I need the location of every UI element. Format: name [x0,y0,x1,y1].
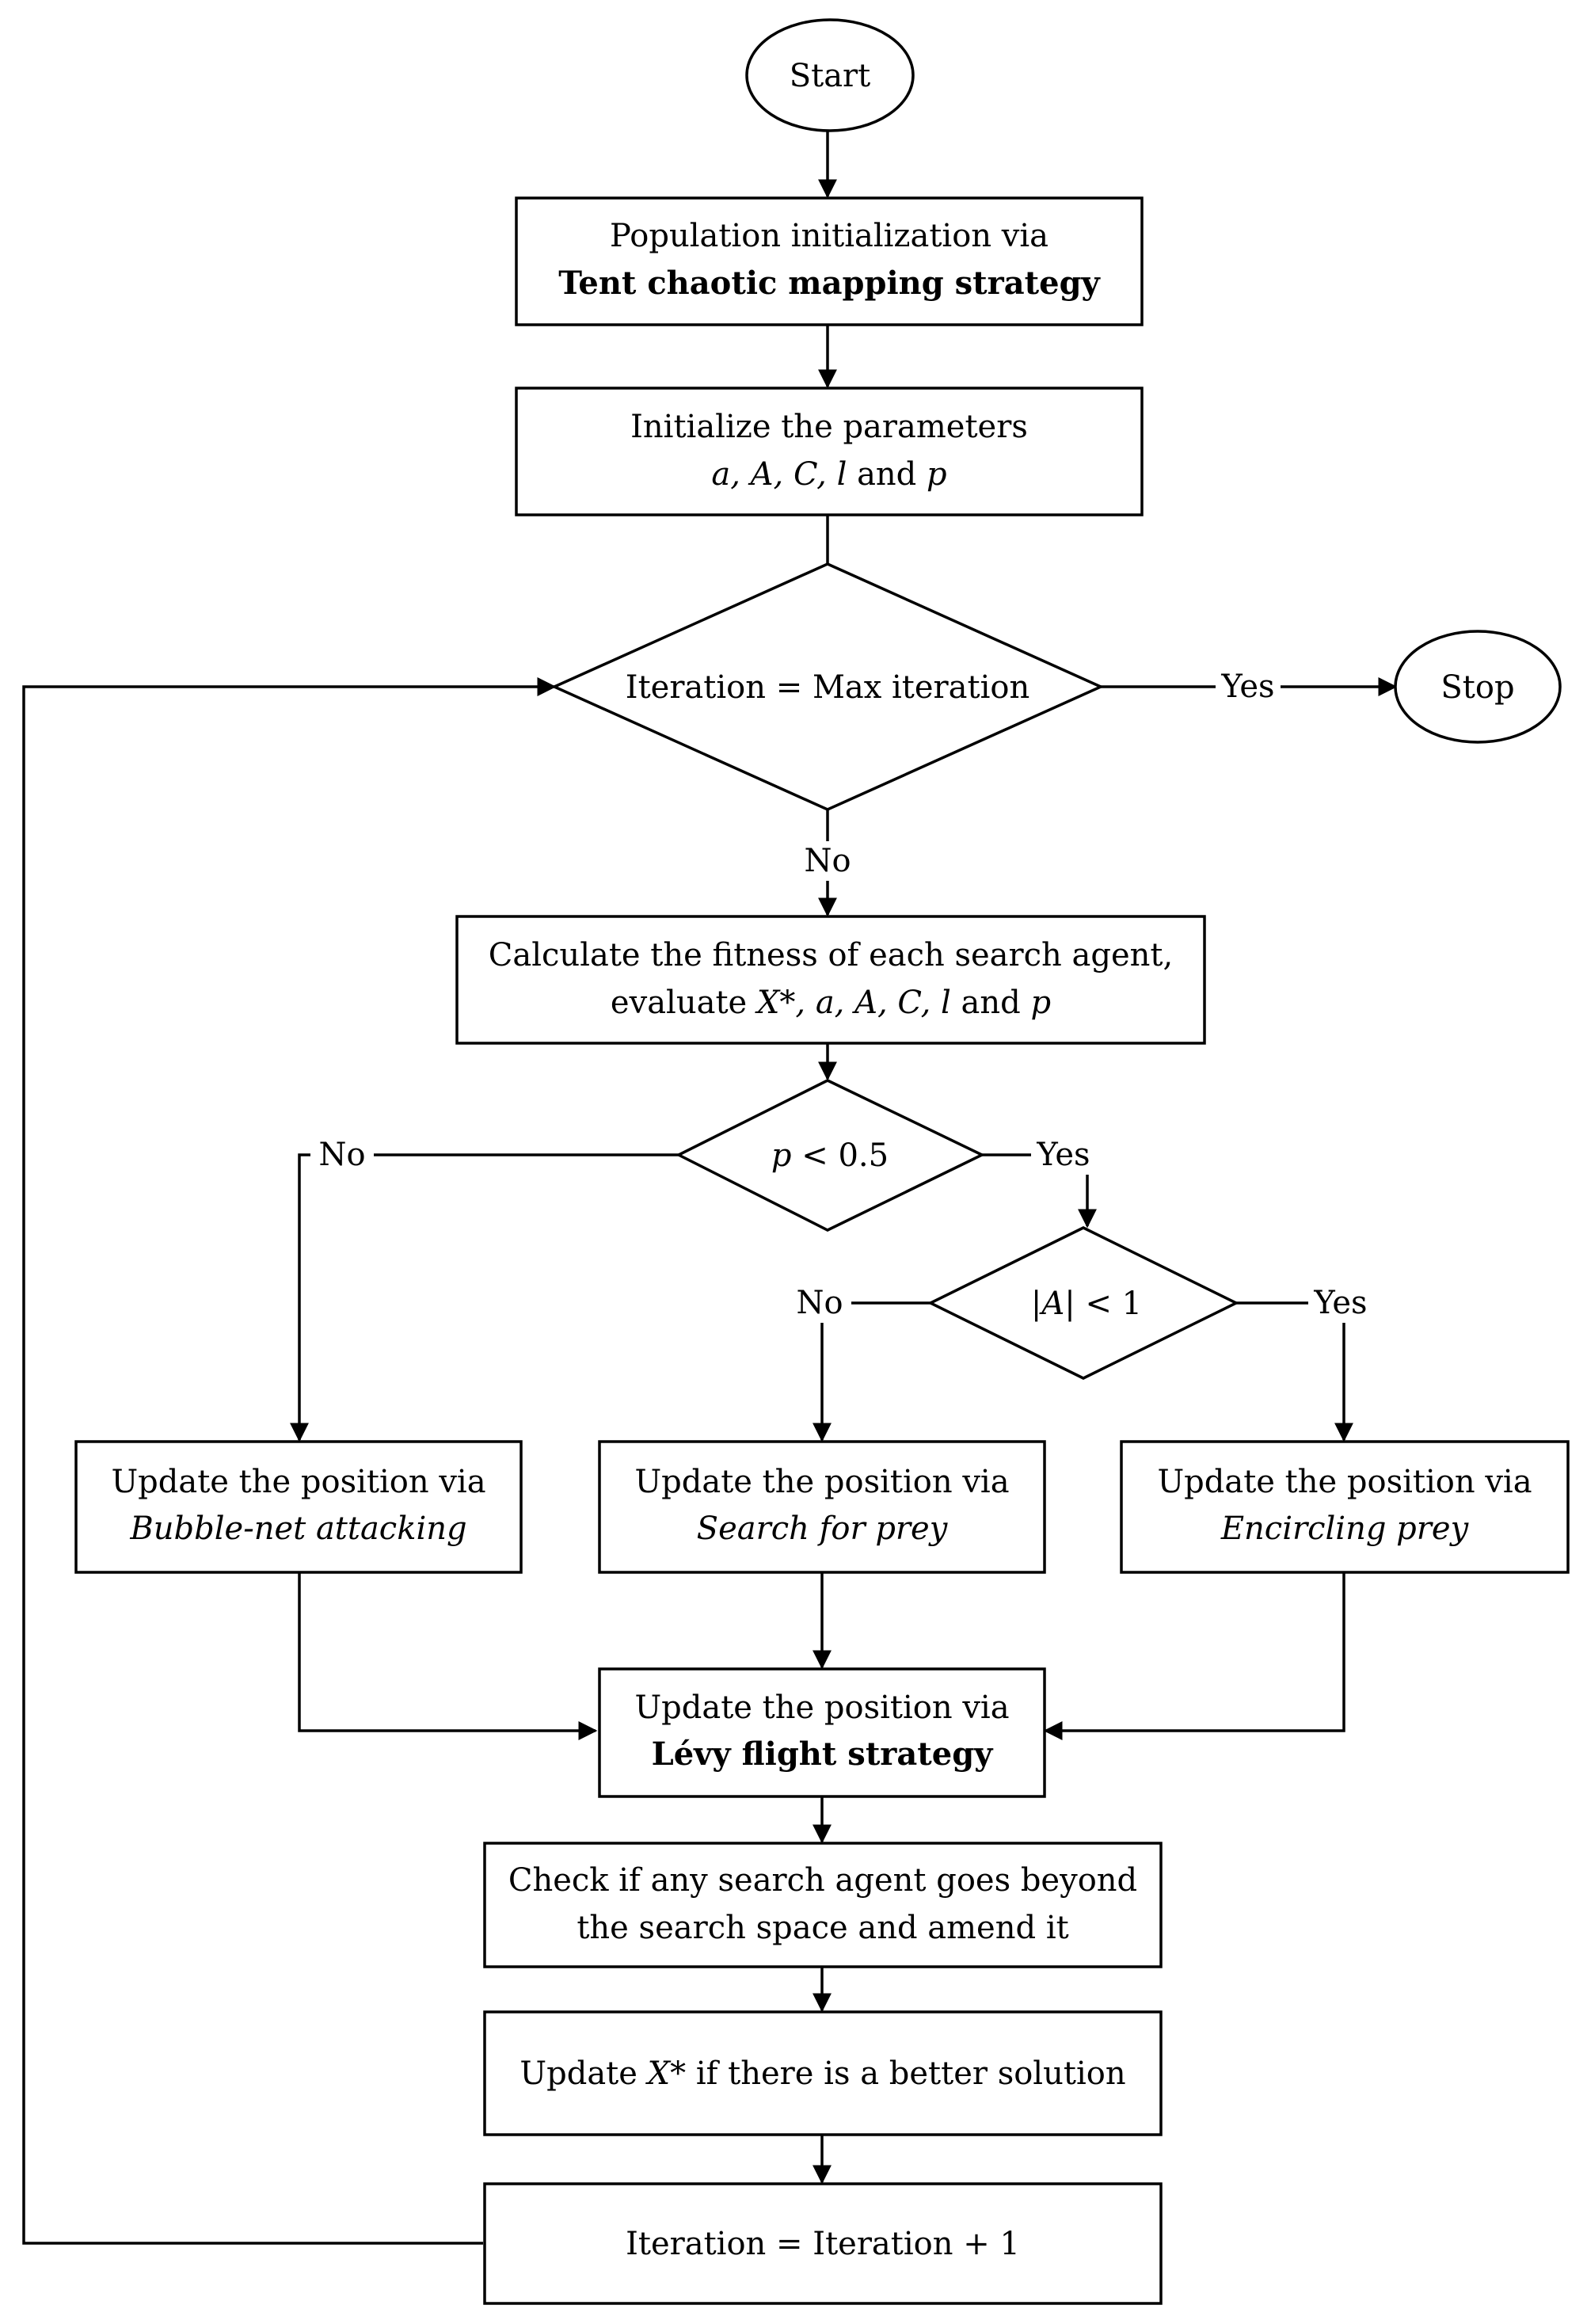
levy-flight-box: Update the position via Lévy flight stra… [598,1667,1046,1798]
edge-label-p-no: No [318,1137,365,1173]
max-iteration-decision: Iteration = Max iteration [550,562,1105,811]
edge-label-a-no: No [796,1285,843,1321]
encircling-prey-box: Update the position via Encircling prey [1120,1440,1570,1574]
init-params-line2: a, A, C, l and p [711,456,946,493]
increment-label: Iteration = Iteration + 1 [626,2226,1020,2262]
edge-bubble-to-levy [298,1572,598,1740]
boundary-check-line2: the search space and amend it [577,1910,1068,1946]
init-params-vars: a, A, C, l [711,456,847,493]
edge-p-no-to-bubble [290,1153,679,1442]
max-iteration-label: Iteration = Max iteration [626,669,1029,706]
update-best-pre: Update [519,2055,647,2092]
search-prey-line1: Update the position via [634,1464,1009,1500]
stop-label: Stop [1440,669,1514,706]
init-population-line1: Population initialization via [610,218,1048,254]
p-decision-label: p < 0.5 [771,1137,889,1174]
edge-label-a-yes: Yes [1313,1285,1367,1321]
init-population-line2: Tent chaotic mapping strategy [558,265,1101,302]
levy-flight-line2: Lévy flight strategy [652,1735,995,1773]
fitness-line2: evaluate X*, a, A, C, l and p [611,985,1051,1021]
init-params-p: p [927,456,947,493]
fitness-and: and [951,985,1031,1021]
stop-terminal: Stop [1394,630,1562,744]
update-best-var: X* [645,2055,686,2092]
connectors [22,131,1398,2245]
init-params-and: and [847,456,927,493]
encircling-prey-line2: Encircling prey [1220,1511,1470,1547]
start-label: Start [790,58,871,94]
encircling-prey-line1: Update the position via [1157,1464,1532,1500]
boundary-check-line1: Check if any search agent goes beyond [508,1862,1137,1899]
increment-box: Iteration = Iteration + 1 [483,2182,1163,2305]
edge-encircle-to-levy [1043,1572,1345,1740]
edge-a-yes-to-encircle [1236,1301,1353,1442]
fitness-box: Calculate the fitness of each search age… [455,915,1206,1045]
a-decision-cond: | < 1 [1064,1286,1142,1322]
init-params-box: Initialize the parameters a, A, C, l and… [515,387,1144,516]
init-params-line1: Initialize the parameters [630,409,1028,445]
a-decision: |A| < 1 [927,1226,1239,1380]
fitness-evaluate: evaluate [611,985,757,1021]
fitness-line1: Calculate the fitness of each search age… [489,937,1173,973]
update-best-box: Update X* if there is a better solution [483,2010,1163,2136]
p-decision-cond: < 0.5 [792,1137,889,1174]
edge-a-no-to-search [813,1301,931,1442]
boundary-check-box: Check if any search agent goes beyond th… [483,1842,1163,1968]
search-prey-line2: Search for prey [697,1511,949,1547]
bubble-net-line2: Bubble-net attacking [129,1511,466,1547]
levy-flight-line1: Update the position via [634,1690,1009,1726]
update-best-post: if there is a better solution [686,2055,1125,2092]
edge-loop-back [22,677,557,2245]
edge-label-max-no: No [804,843,851,879]
edge-label-p-yes: Yes [1036,1137,1090,1173]
a-decision-var: A [1038,1286,1064,1322]
p-decision-var: p [771,1137,792,1174]
bubble-net-line1: Update the position via [111,1464,485,1500]
init-population-box: Population initialization via Tent chaot… [515,196,1144,326]
a-decision-bar: | [1031,1286,1041,1322]
update-best-label: Update X* if there is a better solution [519,2055,1125,2092]
start-terminal: Start [745,18,915,132]
search-prey-box: Update the position via Search for prey [598,1440,1046,1574]
bubble-net-box: Update the position via Bubble-net attac… [74,1440,523,1574]
fitness-vars: X*, a, A, C, l [755,985,951,1021]
p-decision: p < 0.5 [676,1079,986,1232]
fitness-p: p [1030,985,1051,1021]
edge-label-max-yes: Yes [1220,669,1274,705]
a-decision-label: |A| < 1 [1031,1286,1142,1322]
